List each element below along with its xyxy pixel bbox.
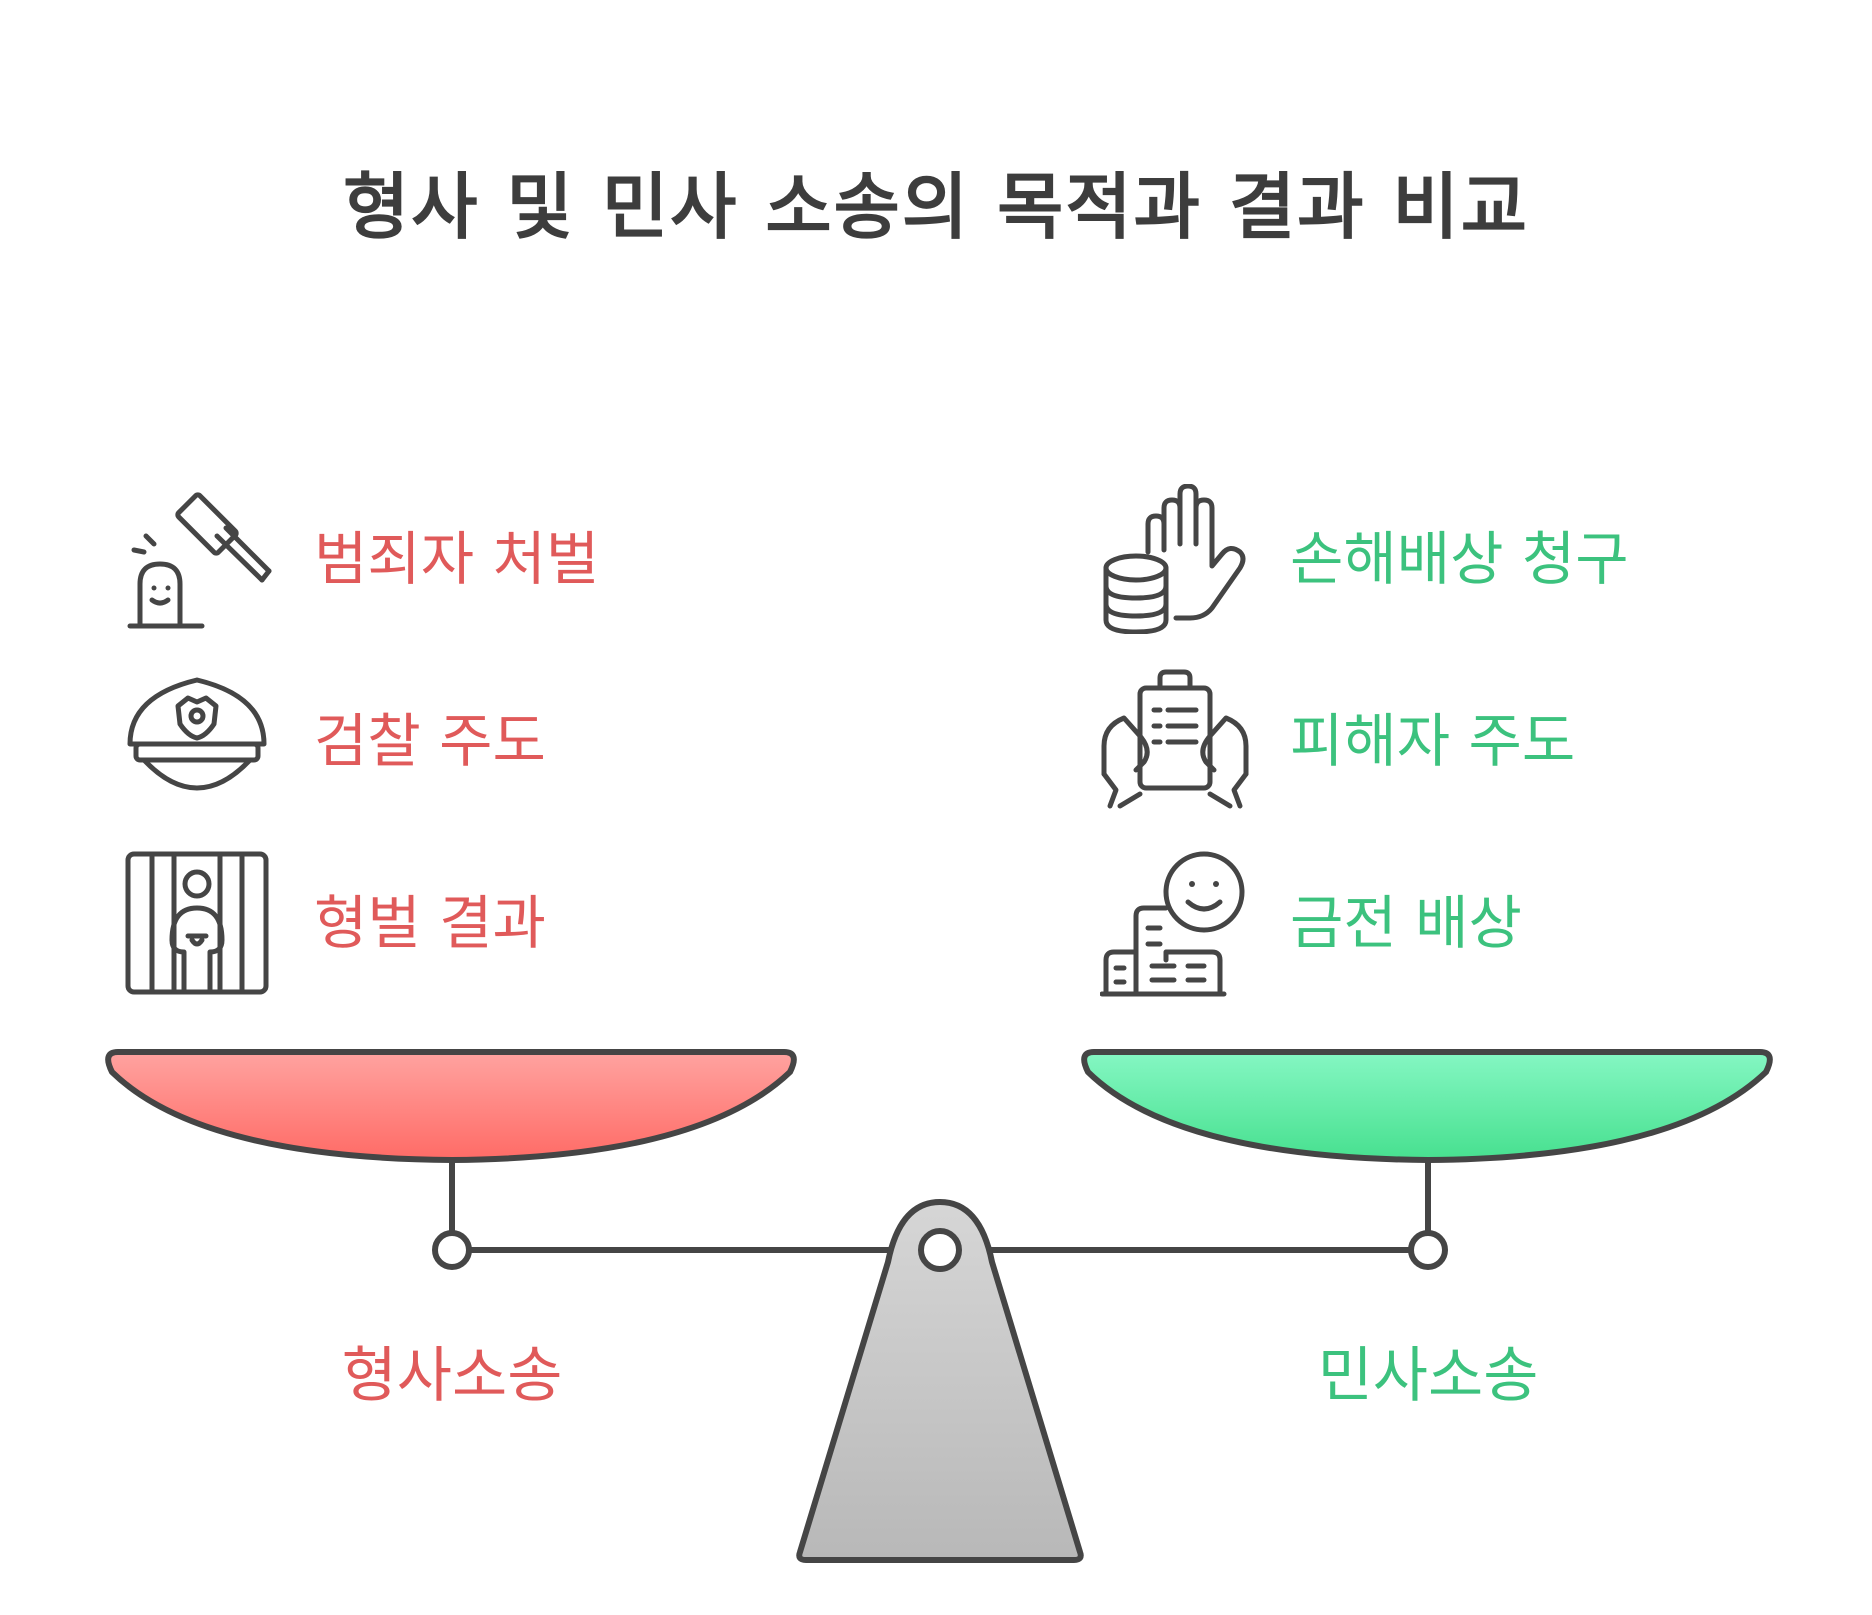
prisoner-behind-bars-icon bbox=[125, 851, 269, 995]
left-pan bbox=[105, 1049, 797, 1163]
gavel-icon bbox=[127, 492, 272, 629]
criminal-litigation-label: 형사소송 bbox=[341, 1341, 563, 1411]
civil-item-victim-led: 피해자 주도 bbox=[1290, 707, 1576, 775]
civil-item-monetary-compensation: 금전 배상 bbox=[1290, 889, 1522, 957]
right-pivot bbox=[1408, 1230, 1448, 1270]
criminal-item-punishment: 범죄자 처벌 bbox=[314, 525, 600, 593]
hands-holding-document-icon bbox=[1101, 669, 1249, 809]
center-pivot bbox=[918, 1228, 962, 1272]
police-hat-icon bbox=[127, 677, 267, 791]
smiling-face-over-city-icon bbox=[1100, 851, 1245, 997]
left-pivot bbox=[432, 1230, 472, 1270]
coins-and-hand-icon bbox=[1103, 484, 1246, 634]
criminal-item-penalty: 형벌 결과 bbox=[314, 889, 546, 957]
right-pan bbox=[1081, 1049, 1773, 1163]
diagram-title: 형사 및 민사 소송의 목적과 결과 비교 bbox=[343, 165, 1529, 249]
civil-litigation-label: 민사소송 bbox=[1317, 1341, 1539, 1411]
scale-stand bbox=[796, 1199, 1084, 1563]
civil-item-damages-claim: 손해배상 청구 bbox=[1290, 525, 1629, 593]
criminal-item-prosecution: 검찰 주도 bbox=[314, 707, 546, 775]
